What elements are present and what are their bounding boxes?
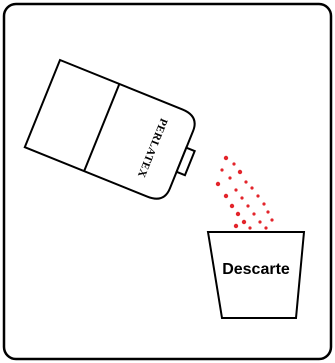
particle-dot (220, 168, 223, 171)
particle-dot (240, 196, 243, 199)
particle-dot (242, 220, 246, 224)
particle-dot (258, 220, 261, 223)
particle-dot (230, 204, 234, 208)
particle-dot (224, 156, 228, 160)
particle-dot (236, 212, 240, 216)
particle-dot (232, 162, 235, 165)
particle-dot (244, 180, 247, 183)
particle-dot (216, 182, 220, 186)
particle-dot (252, 212, 255, 215)
particle-dot (262, 202, 265, 205)
particle-dot (246, 204, 249, 207)
particle-dot (238, 170, 242, 174)
particle-dot (264, 226, 267, 229)
bin-label: Descarte (222, 261, 290, 278)
particle-dot (250, 186, 253, 189)
particle-dot (248, 226, 251, 229)
particle-dot (234, 188, 237, 191)
particle-dot (234, 224, 238, 228)
particle-dot (266, 210, 269, 213)
particle-dot (270, 218, 273, 221)
particle-dot (228, 176, 231, 179)
particle-dot (224, 194, 228, 198)
particle-dot (256, 194, 259, 197)
